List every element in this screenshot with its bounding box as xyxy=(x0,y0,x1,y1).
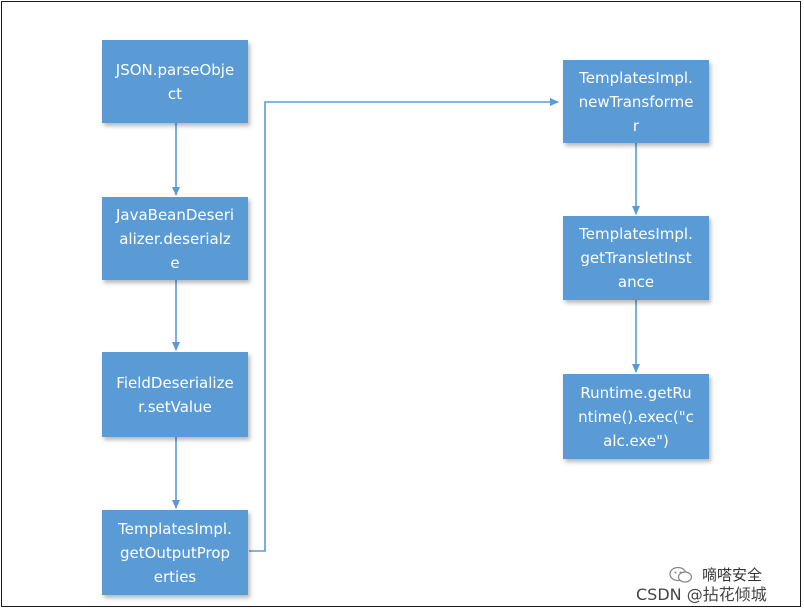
node-label: JavaBeanDeseri alizer.deserialz e xyxy=(115,205,235,272)
node-field-deserializer-setvalue: FieldDeserialize r.setValue xyxy=(102,352,248,437)
node-label: TemplatesImpl. newTransforme r xyxy=(578,68,694,135)
node-label: JSON.parseObje ct xyxy=(115,60,235,103)
node-templatesimpl-gettransletinstance: TemplatesImpl. getTransletInst ance xyxy=(563,216,709,300)
node-templatesimpl-newtransformer: TemplatesImpl. newTransforme r xyxy=(563,60,709,143)
node-label: TemplatesImpl. getTransletInst ance xyxy=(579,225,693,291)
node-runtime-exec: Runtime.getRu ntime().exec("c alc.exe") xyxy=(563,374,709,459)
node-label: Runtime.getRu ntime().exec("c alc.exe") xyxy=(578,383,694,450)
node-javabean-deserializer: JavaBeanDeseri alizer.deserialz e xyxy=(102,197,248,280)
node-templatesimpl-getoutputproperties: TemplatesImpl. getOutputProp erties xyxy=(102,510,248,595)
node-label: FieldDeserialize r.setValue xyxy=(116,373,234,416)
edge-output-to-newtransformer xyxy=(249,98,559,552)
watermark-account-name: 嘀嗒安全 xyxy=(702,566,763,584)
wechat-icon xyxy=(669,566,693,583)
watermark-csdn-author: CSDN @拈花倾城 xyxy=(636,585,767,604)
node-label: TemplatesImpl. getOutputProp erties xyxy=(118,519,232,586)
node-json-parse-object: JSON.parseObje ct xyxy=(102,40,248,123)
